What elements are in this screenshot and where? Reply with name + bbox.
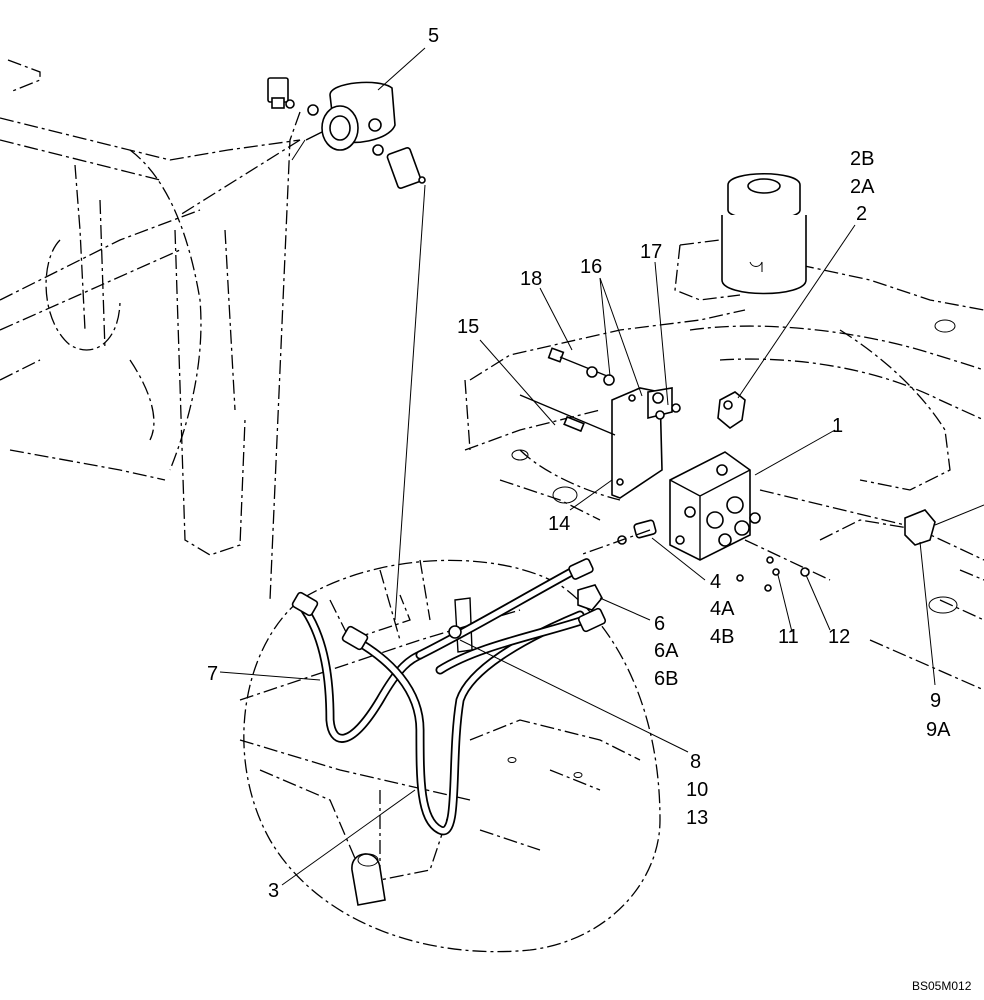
callout-6: 6 — [654, 613, 665, 635]
drawing-id: BS05M012 — [912, 979, 972, 993]
right-chassis-phantom — [464, 239, 984, 691]
callout-8: 8 — [690, 751, 701, 773]
callout-4: 4 — [710, 571, 721, 593]
callout-1: 1 — [832, 415, 843, 437]
callout-3: 3 — [268, 880, 279, 902]
callout-18: 18 — [520, 268, 542, 290]
callout-9A: 9A — [926, 719, 951, 741]
callout-2B: 2B — [850, 148, 874, 170]
callout-7: 7 — [207, 663, 218, 685]
left-frame-phantom — [0, 59, 301, 556]
callout-10: 10 — [686, 779, 708, 801]
callout-4A: 4A — [710, 598, 735, 620]
callout-11: 11 — [778, 626, 799, 648]
callout-13: 13 — [686, 807, 708, 829]
callout-6A: 6A — [654, 640, 679, 662]
callout-15: 15 — [457, 316, 479, 338]
callout-12: 12 — [828, 626, 850, 648]
pump-assembly — [267, 77, 426, 189]
callout-2A: 2A — [850, 176, 875, 198]
swivel-joint — [721, 173, 807, 295]
callout-9: 9 — [930, 690, 941, 712]
callout-17: 17 — [640, 241, 662, 263]
callout-14: 14 — [548, 513, 570, 535]
callout-labels: 5 2B 2A 2 16 17 18 15 1 14 4 4A 4B 6 6A … — [207, 25, 951, 902]
callout-2: 2 — [856, 203, 867, 225]
leader-lines — [219, 47, 936, 886]
callout-6B: 6B — [654, 668, 678, 690]
hoses — [291, 558, 607, 836]
callout-4B: 4B — [710, 626, 734, 648]
valve-assembly — [519, 347, 984, 592]
callout-5: 5 — [428, 25, 439, 47]
callout-16: 16 — [580, 256, 602, 278]
lower-detail-phantom — [239, 559, 661, 953]
